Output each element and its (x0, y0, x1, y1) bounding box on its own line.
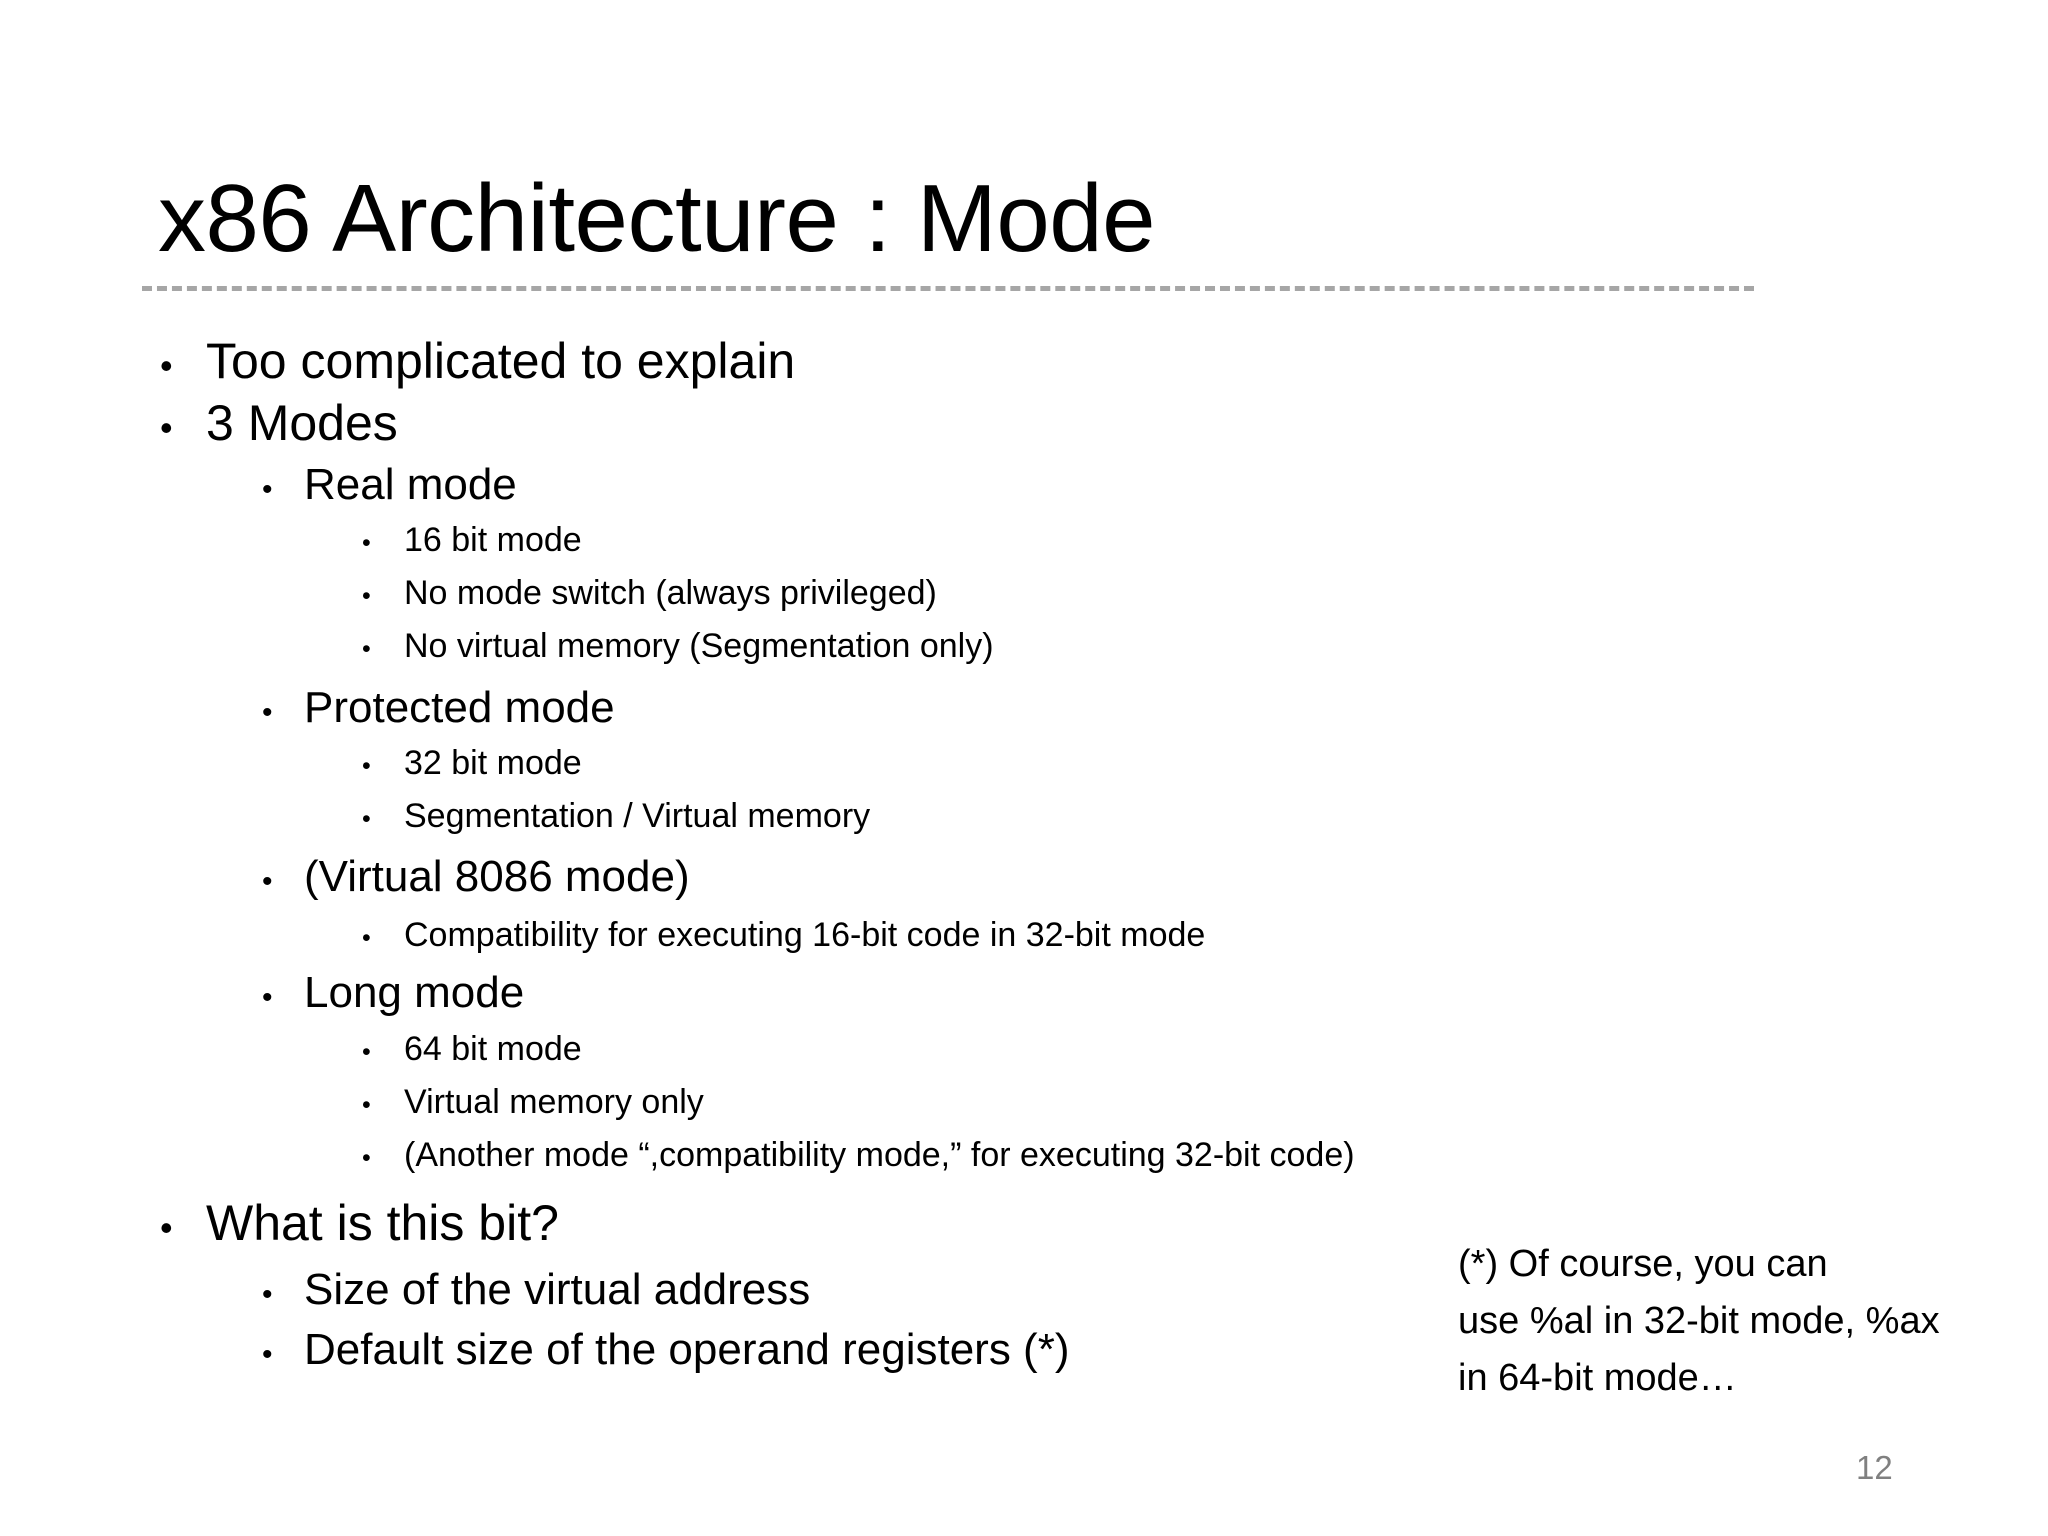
bullet-item-label: 64 bit mode (404, 1030, 582, 1068)
bullet-item-label: No virtual memory (Segmentation only) (404, 627, 994, 665)
bullet-point-icon: • (362, 582, 371, 610)
bullet-item-label: No mode switch (always privileged) (404, 574, 937, 612)
bullet-item-level-2: • Size of the virtual address (262, 1262, 810, 1323)
bullet-point-icon: • (362, 529, 371, 557)
footnote-line: (*) Of course, you can (1458, 1243, 1828, 1285)
page-number: 12 (1856, 1449, 1893, 1486)
bullet-item-label: Virtual memory only (404, 1083, 704, 1121)
bullet-point-icon: • (362, 752, 371, 780)
bullet-item-level-3: • Segmentation / Virtual memory (362, 793, 870, 842)
bullet-point-icon: • (262, 1278, 273, 1311)
bullet-item-level-3: • No mode switch (always privileged) (362, 570, 937, 619)
footnote-line: in 64-bit mode… (1458, 1357, 1737, 1399)
bullet-item-level-2: • Default size of the operand registers (… (262, 1322, 1070, 1383)
bullet-item-label: (Another mode “,compatibility mode,” for… (404, 1136, 1355, 1174)
bullet-item-level-3: • (Another mode “,compatibility mode,” fo… (362, 1132, 1355, 1181)
bullet-point-icon: • (362, 1038, 371, 1066)
bullet-point-icon: • (362, 924, 371, 952)
bullet-item-label: Size of the virtual address (304, 1265, 811, 1314)
bullet-item-level-3: • 64 bit mode (362, 1026, 582, 1075)
bullet-point-icon: • (160, 1207, 173, 1248)
bullet-item-label: Protected mode (304, 683, 615, 732)
bullet-item-level-1: • 3 Modes (160, 392, 398, 459)
bullet-item-label: 16 bit mode (404, 521, 582, 559)
footnote-line: use %al in 32-bit mode, %ax (1458, 1300, 1940, 1342)
bullet-item-level-3: • Virtual memory only (362, 1079, 704, 1128)
bullet-item-label: 32 bit mode (404, 744, 582, 782)
title-divider (142, 286, 1754, 291)
bullet-item-level-2: • Protected mode (262, 680, 615, 741)
bullet-item-label: What is this bit? (206, 1195, 559, 1251)
bullet-item-label: Compatibility for executing 16-bit code … (404, 916, 1206, 954)
bullet-point-icon: • (160, 407, 173, 448)
bullet-item-label: Default size of the operand registers (*… (304, 1325, 1070, 1374)
bullet-item-level-3: • 32 bit mode (362, 740, 582, 789)
bullet-item-level-2: • (Virtual 8086 mode) (262, 849, 690, 910)
bullet-item-level-2: • Real mode (262, 457, 517, 518)
bullet-point-icon: • (262, 1338, 273, 1371)
bullet-item-level-3: • No virtual memory (Segmentation only) (362, 623, 994, 672)
bullet-point-icon: • (262, 865, 273, 898)
bullet-item-label: Real mode (304, 460, 517, 509)
page-title: x86 Architecture : Mode (158, 165, 1156, 273)
bullet-point-icon: • (362, 1144, 371, 1172)
bullet-point-icon: • (262, 981, 273, 1014)
footnote-textbox: (*) Of course, you can use %al in 32-bit … (1458, 1236, 2018, 1407)
bullet-point-icon: • (362, 1091, 371, 1119)
bullet-point-icon: • (362, 635, 371, 663)
bullet-item-level-3: • 16 bit mode (362, 517, 582, 566)
bullet-point-icon: • (262, 473, 273, 506)
bullet-item-level-1: • Too complicated to explain (160, 330, 795, 397)
bullet-item-label: 3 Modes (206, 395, 398, 451)
bullet-point-icon: • (262, 696, 273, 729)
bullet-item-label: (Virtual 8086 mode) (304, 852, 690, 901)
bullet-point-icon: • (160, 345, 173, 386)
bullet-item-level-2: • Long mode (262, 965, 524, 1026)
bullet-item-label: Segmentation / Virtual memory (404, 797, 871, 835)
bullet-item-label: Too complicated to explain (206, 333, 796, 389)
bullet-item-level-1: • What is this bit? (160, 1192, 559, 1259)
bullet-item-label: Long mode (304, 968, 525, 1017)
bullet-point-icon: • (362, 805, 371, 833)
bullet-item-level-3: • Compatibility for executing 16-bit code… (362, 912, 1205, 961)
